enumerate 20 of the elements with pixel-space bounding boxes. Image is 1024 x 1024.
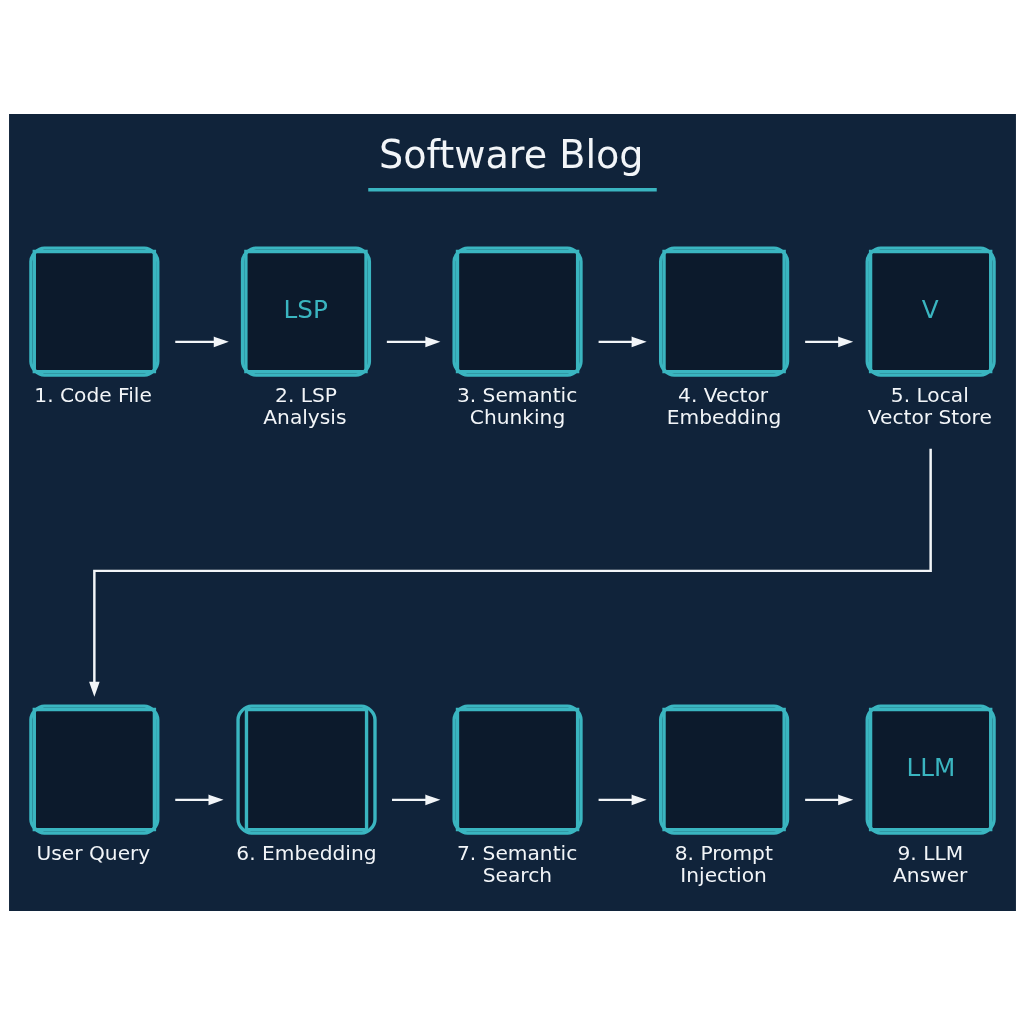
arrow [386,336,440,347]
node-label: 8. Prompt Injection [674,840,773,887]
node-label: 9. LLM Answer [892,840,967,887]
node-label: 6. Embedding [235,840,377,865]
arrow [804,794,853,805]
diagram-title: Software Blog [378,132,644,177]
arrow [88,448,932,697]
node-label: 7. Semantic Search [456,840,577,887]
node-label: 3. Semantic Chunking [456,382,577,429]
node-label: 1. Code File [33,382,152,407]
node-label: 5. Local Vector Store [867,382,992,429]
arrow [598,336,647,347]
arrow [391,794,440,805]
arrow [174,794,224,805]
node-label: 2. LSP Analysis [262,382,346,429]
arrow [174,336,229,347]
node-label: User Query [36,840,150,865]
node-label: 4. Vector Embedding [666,382,781,429]
arrow [598,794,647,805]
arrow [804,336,853,347]
